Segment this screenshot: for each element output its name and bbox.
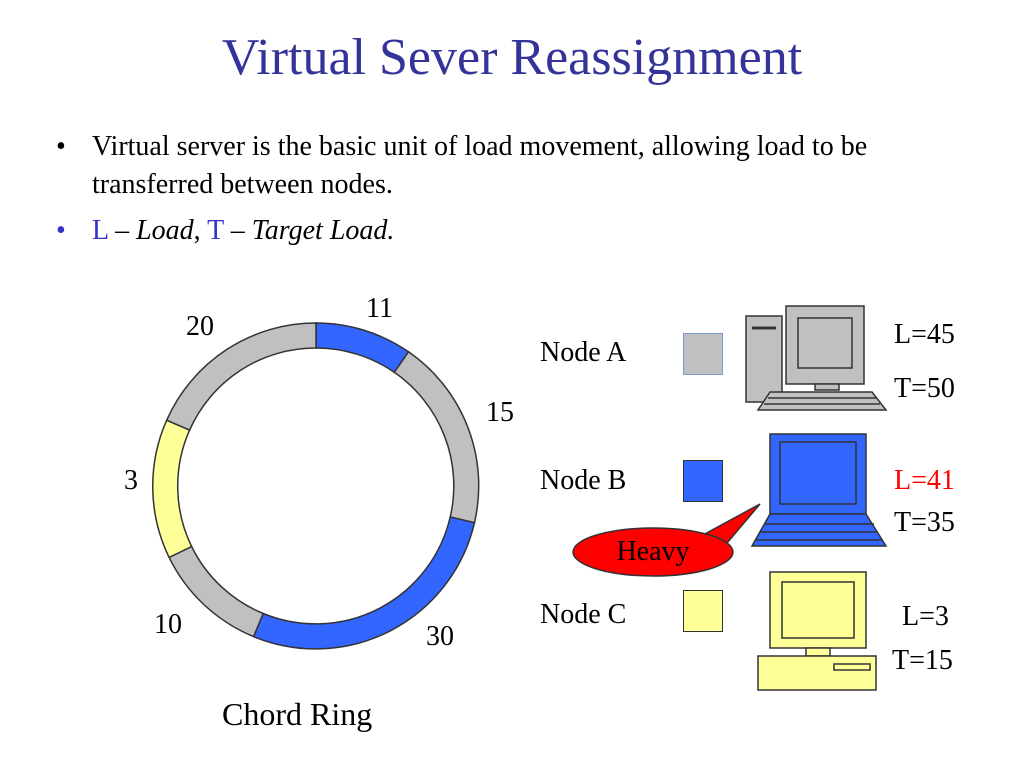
ring-label-20: 20 xyxy=(186,311,214,342)
slide-title: Virtual Sever Reassignment xyxy=(221,29,803,86)
target-separator: – xyxy=(223,215,252,246)
comma: , xyxy=(193,215,208,246)
heavy-callout-bubble xyxy=(572,527,734,577)
ring-label-11: 11 xyxy=(366,293,393,324)
node-a-load: L=45 xyxy=(894,319,955,350)
bullet-marker: • xyxy=(56,215,66,246)
load-word: Load xyxy=(136,215,194,246)
node-b-target: T=35 xyxy=(894,507,955,538)
load-symbol: L xyxy=(92,215,109,246)
bullet-item-legend: • L – Load, T – Target Load. xyxy=(56,212,986,250)
ring-segment-3 xyxy=(152,419,193,559)
node-b-swatch xyxy=(683,460,723,502)
desktop-icon xyxy=(757,571,877,691)
node-c-target: T=15 xyxy=(892,645,953,676)
bullet-text: Virtual server is the basic unit of load… xyxy=(92,131,868,200)
ring-segment-10 xyxy=(168,545,265,638)
node-a-swatch xyxy=(683,333,723,375)
node-a-target: T=50 xyxy=(894,373,955,404)
laptop-icon xyxy=(750,433,888,547)
heavy-label: Heavy xyxy=(616,536,690,567)
bullet-list: • Virtual server is the basic unit of lo… xyxy=(56,128,986,258)
node-b-load: L=41 xyxy=(894,465,955,496)
ring-segment-11 xyxy=(315,322,410,374)
node-a-label: Node A xyxy=(540,337,627,368)
bullet-item-virtual-server: • Virtual server is the basic unit of lo… xyxy=(56,128,986,204)
ring-label-10: 10 xyxy=(154,609,182,640)
load-separator: – xyxy=(108,215,137,246)
desktop-tower-icon xyxy=(745,305,888,411)
target-symbol: T xyxy=(207,215,224,246)
node-c-swatch xyxy=(683,590,723,632)
chord-ring xyxy=(152,322,480,650)
node-c-label: Node C xyxy=(540,599,627,630)
ring-segment-20 xyxy=(165,322,317,432)
node-c-load: L=3 xyxy=(902,601,949,632)
target-word: Target Load. xyxy=(251,215,395,246)
ring-label-15: 15 xyxy=(486,397,514,428)
ring-label-30: 30 xyxy=(426,621,454,652)
bullet-marker: • xyxy=(56,131,66,162)
ring-label-3: 3 xyxy=(124,465,138,496)
node-b-label: Node B xyxy=(540,465,627,496)
ring-caption: Chord Ring xyxy=(222,696,373,732)
ring-segment-15 xyxy=(393,350,480,524)
